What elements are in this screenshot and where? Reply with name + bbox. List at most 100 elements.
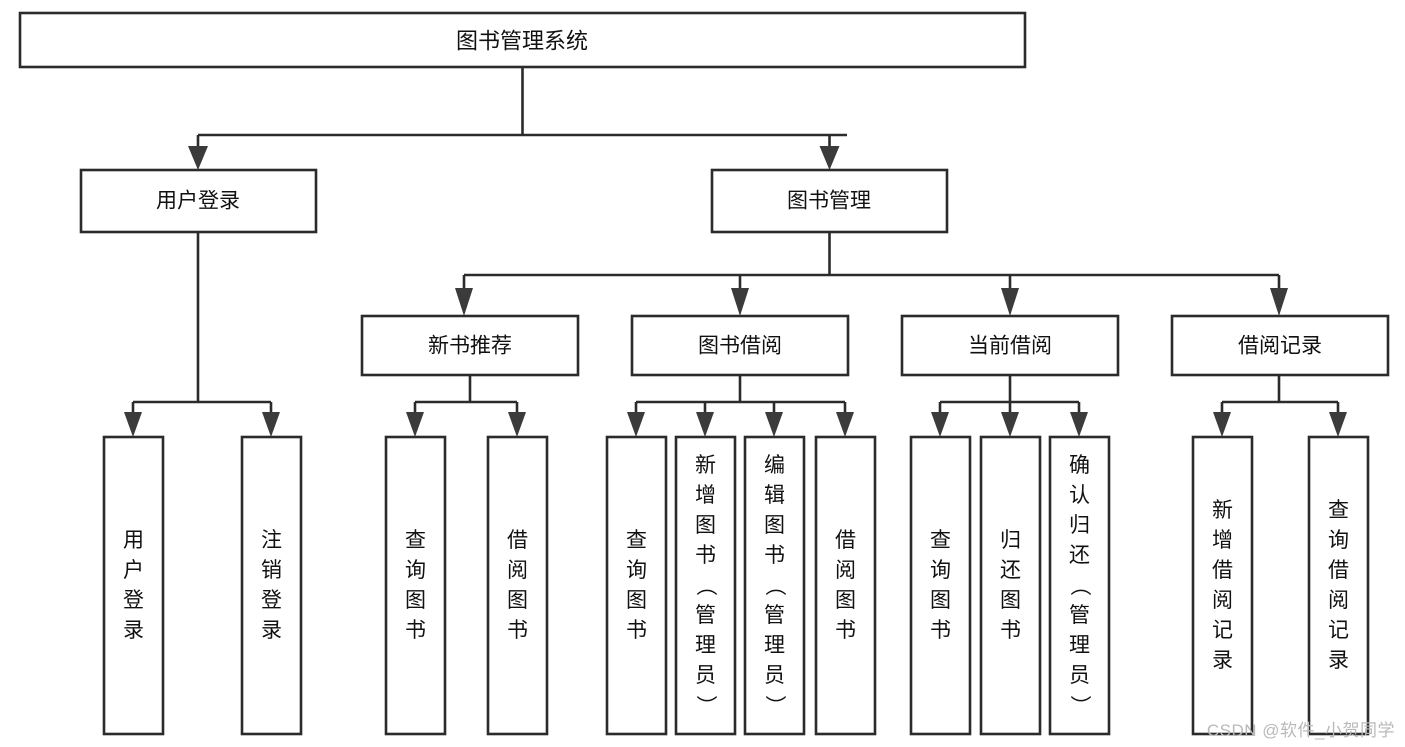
leaf-bb-query-book[interactable] [605, 435, 668, 736]
arrow-head-leaf-bb-2 [696, 412, 714, 437]
svg-text:图: 图 [764, 514, 785, 537]
svg-text:注: 注 [261, 529, 282, 552]
svg-text:（: （ [694, 575, 717, 596]
arrow-head-bookmgmt [819, 146, 840, 170]
node-root[interactable]: 图书管理系统 [18, 11, 1027, 69]
node-borrow-record[interactable]: 借阅记录 [1170, 314, 1390, 377]
leaf-user-logout[interactable] [240, 435, 303, 736]
arrow-head-leaf-user-login [124, 412, 142, 437]
leaf-br-add-record-box[interactable] [1191, 435, 1254, 736]
node-new-book-recommend-box[interactable] [360, 314, 580, 377]
svg-text:增: 增 [695, 484, 716, 507]
leaf-user-login[interactable] [102, 435, 165, 736]
svg-text:借: 借 [507, 529, 528, 552]
svg-text:辑: 辑 [764, 484, 785, 507]
svg-text:图: 图 [1000, 589, 1021, 612]
svg-text:）: ） [763, 695, 786, 716]
node-root-box[interactable] [18, 11, 1027, 69]
node-user-login-box[interactable] [79, 168, 318, 234]
svg-text:查: 查 [405, 529, 426, 552]
leaf-cb-confirm-return-admin-box[interactable] [1048, 435, 1111, 736]
svg-text:图: 图 [507, 589, 528, 612]
node-user-login-label: 用户登录 [156, 190, 240, 213]
leaf-nb-borrow-book[interactable] [486, 435, 549, 736]
svg-text:书: 书 [764, 544, 785, 567]
svg-text:登: 登 [261, 589, 282, 612]
leaf-user-login-box[interactable] [102, 435, 165, 736]
svg-text:理: 理 [1069, 634, 1090, 657]
leaf-bb-query-book-box[interactable] [605, 435, 668, 736]
leaf-br-query-record-box[interactable] [1307, 435, 1370, 736]
leaf-user-logout-box[interactable] [240, 435, 303, 736]
svg-text:图: 图 [405, 589, 426, 612]
svg-text:书: 书 [835, 619, 856, 642]
svg-text:借: 借 [835, 529, 856, 552]
svg-text:管: 管 [1069, 604, 1090, 627]
svg-text:理: 理 [764, 634, 785, 657]
node-book-borrow-box[interactable] [630, 314, 850, 377]
leaf-bb-edit-book-admin[interactable] [743, 435, 806, 736]
node-book-management-box[interactable] [710, 168, 949, 234]
svg-text:新: 新 [1212, 499, 1233, 522]
svg-text:询: 询 [1328, 529, 1349, 552]
svg-text:书: 书 [695, 544, 716, 567]
svg-text:登: 登 [123, 589, 144, 612]
svg-text:（: （ [763, 575, 786, 596]
leaf-bb-add-book-admin-box[interactable] [674, 435, 737, 736]
leaf-br-query-record[interactable] [1307, 435, 1370, 736]
leaf-nb-borrow-book-box[interactable] [486, 435, 549, 736]
arrow-head-leaf-br-2 [1329, 412, 1347, 437]
svg-text:用: 用 [123, 529, 144, 552]
svg-text:询: 询 [930, 559, 951, 582]
node-book-borrow-label: 图书借阅 [698, 335, 782, 358]
svg-text:图: 图 [835, 589, 856, 612]
svg-text:录: 录 [1212, 649, 1233, 672]
leaf-bb-borrow-book[interactable] [814, 435, 877, 736]
node-user-login[interactable]: 用户登录 [79, 168, 318, 234]
node-current-borrow-box[interactable] [900, 314, 1120, 377]
svg-text:员: 员 [695, 664, 716, 687]
svg-text:录: 录 [261, 619, 282, 642]
leaf-cb-confirm-return-admin[interactable] [1048, 435, 1111, 736]
svg-text:员: 员 [764, 664, 785, 687]
node-book-borrow[interactable]: 图书借阅 [630, 314, 850, 377]
leaf-cb-query-book-box[interactable] [909, 435, 972, 736]
svg-text:图: 图 [626, 589, 647, 612]
leaf-cb-query-book[interactable] [909, 435, 972, 736]
svg-text:查: 查 [1328, 499, 1349, 522]
svg-text:阅: 阅 [1328, 589, 1349, 612]
leaf-bb-borrow-book-box[interactable] [814, 435, 877, 736]
leaf-cb-return-book[interactable] [979, 435, 1042, 736]
leaf-bb-add-book-admin[interactable] [674, 435, 737, 736]
leaf-nb-query-book[interactable] [384, 435, 447, 736]
svg-text:户: 户 [123, 559, 144, 582]
svg-text:认: 认 [1069, 484, 1090, 507]
arrow-head-borrowrecord [1270, 288, 1288, 316]
leaf-cb-return-book-box[interactable] [979, 435, 1042, 736]
node-borrow-record-box[interactable] [1170, 314, 1390, 377]
arrow-head-borrowbook [731, 288, 749, 316]
node-current-borrow[interactable]: 当前借阅 [900, 314, 1120, 377]
svg-text:管: 管 [764, 604, 785, 627]
node-new-book-recommend-label: 新书推荐 [428, 335, 512, 358]
svg-text:阅: 阅 [835, 559, 856, 582]
node-book-management[interactable]: 图书管理 [710, 168, 949, 234]
leaf-br-add-record[interactable] [1191, 435, 1254, 736]
svg-text:理: 理 [695, 634, 716, 657]
svg-text:阅: 阅 [507, 559, 528, 582]
svg-text:书: 书 [626, 619, 647, 642]
leaf-bb-edit-book-admin-box[interactable] [743, 435, 806, 736]
svg-text:书: 书 [930, 619, 951, 642]
svg-text:询: 询 [405, 559, 426, 582]
svg-text:询: 询 [626, 559, 647, 582]
leaf-nb-query-book-box[interactable] [384, 435, 447, 736]
arrow-head-login [188, 146, 208, 170]
svg-text:确: 确 [1069, 454, 1090, 477]
svg-text:销: 销 [261, 559, 282, 582]
node-new-book-recommend[interactable]: 新书推荐 [360, 314, 580, 377]
svg-text:书: 书 [507, 619, 528, 642]
